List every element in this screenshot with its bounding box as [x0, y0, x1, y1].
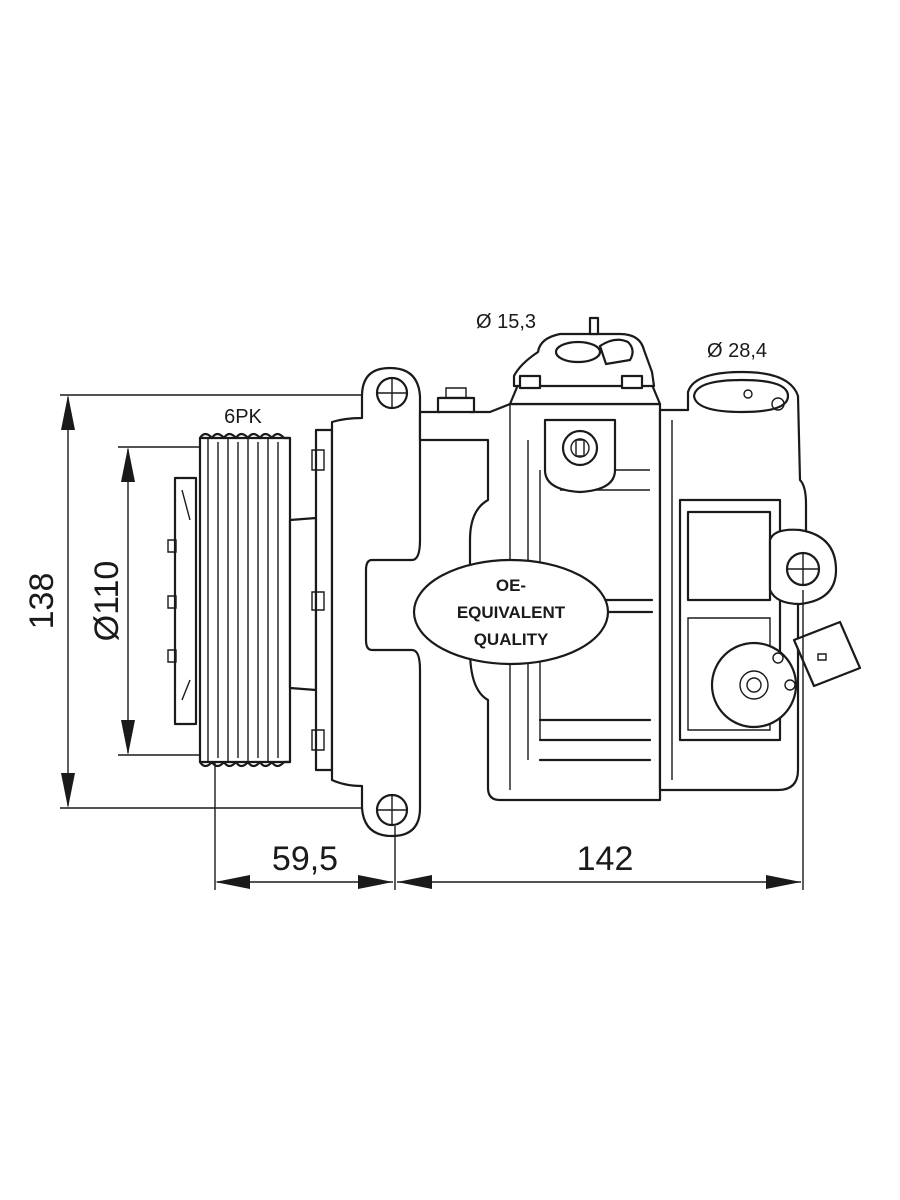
rear-housing	[658, 370, 862, 792]
badge-line-3: QUALITY	[474, 630, 549, 649]
badge-line-1: OE-	[496, 576, 526, 595]
clutch-housing	[288, 428, 334, 772]
dimension-height: 138	[23, 394, 362, 809]
clutch-plate	[167, 476, 198, 726]
dimension-pulley-diameter: Ø110	[88, 446, 200, 756]
discharge-port-label: Ø 28,4	[707, 340, 767, 362]
pulley	[198, 432, 292, 768]
dimension-142-label: 142	[577, 840, 634, 878]
dimension-59-5-label: 59,5	[272, 840, 338, 878]
oe-quality-badge: OE- EQUIVALENT QUALITY	[412, 558, 610, 666]
dimension-110-label: Ø110	[88, 561, 126, 642]
dimension-138-label: 138	[23, 573, 61, 630]
front-housing	[330, 366, 422, 838]
badge-line-2: EQUIVALENT	[457, 603, 566, 622]
dimension-horizontal: 59,5 142	[214, 590, 804, 890]
suction-port-block	[512, 316, 656, 390]
belt-profile-label: 6PK	[224, 406, 262, 428]
suction-port-label: Ø 15,3	[476, 311, 536, 333]
